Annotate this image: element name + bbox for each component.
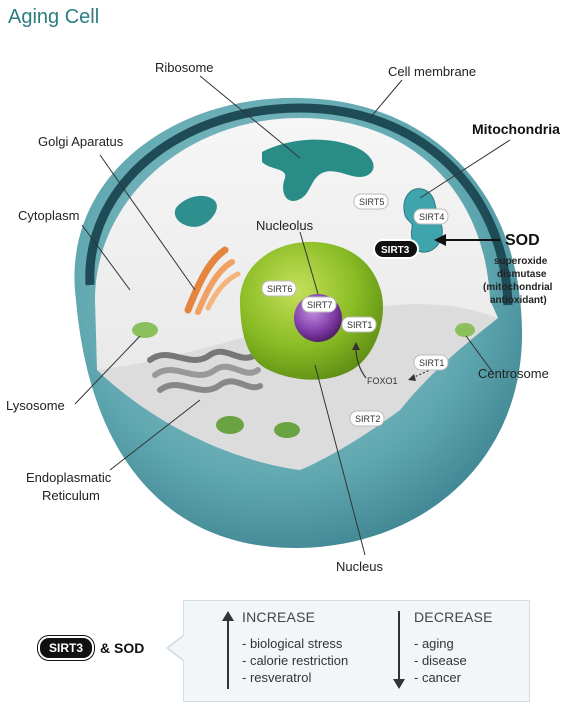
increase-column: INCREASE - biological stress - calorie r…	[242, 609, 348, 686]
vesicle-shape	[216, 416, 244, 434]
legend: SIRT3 & SOD	[38, 636, 144, 660]
sirt2-tag: SIRT2	[349, 410, 385, 427]
foxo1-dotted-arrow	[411, 369, 431, 379]
label-sod-desc-3: (mitochondrial	[483, 282, 553, 293]
increase-arrow-shaft	[227, 619, 229, 689]
increase-item: - calorie restriction	[242, 653, 349, 668]
sirt1-nucleus-tag: SIRT1	[341, 316, 377, 333]
svg-text:SIRT6: SIRT6	[267, 284, 292, 294]
cut-plane	[97, 304, 498, 470]
svg-text:SIRT5: SIRT5	[359, 197, 384, 207]
ribosome-shape-small	[174, 195, 217, 227]
vesicle-shape-2	[274, 422, 300, 438]
label-sod: SOD	[505, 232, 540, 249]
svg-text:SIRT1: SIRT1	[419, 358, 444, 368]
increase-arrow-up-icon	[222, 611, 234, 621]
decrease-item: - aging	[414, 636, 454, 651]
label-nucleolus: Nucleolus	[256, 218, 314, 233]
foxo1-label: FOXO1	[367, 376, 398, 386]
label-golgi: Golgi Aparatus	[38, 134, 124, 149]
decrease-title: DECREASE	[414, 609, 493, 625]
golgi-shape	[184, 246, 241, 315]
label-sod-desc-1: superoxide	[494, 256, 548, 267]
foxo1-arrowhead-icon	[408, 374, 416, 381]
svg-text:SIRT3: SIRT3	[381, 245, 410, 256]
decrease-arrow-down-icon	[393, 679, 405, 689]
pointer-lines	[74, 75, 511, 556]
label-ribosome: Ribosome	[155, 60, 214, 75]
decrease-arrow-shaft	[398, 611, 400, 681]
increase-item: - resveratrol	[242, 670, 312, 685]
label-sod-desc-2: dismutase	[497, 269, 547, 280]
label-mitochondria: Mitochondria	[472, 121, 560, 137]
membrane-rim	[85, 103, 513, 306]
svg-text:SIRT7: SIRT7	[307, 300, 332, 310]
effects-box: INCREASE - biological stress - calorie r…	[169, 600, 530, 702]
sirt6-tag: SIRT6	[261, 280, 297, 297]
label-centrosome: Centrosome	[478, 366, 549, 381]
sirt1-cyto-tag: SIRT1	[413, 354, 449, 371]
decrease-item: - cancer	[414, 670, 461, 685]
label-er-1: Endoplasmatic	[26, 470, 112, 485]
sirt5-tag: SIRT5	[353, 193, 389, 210]
sirt7-tag: SIRT7	[301, 296, 337, 313]
decrease-item: - disease	[414, 653, 467, 668]
er-shape	[147, 348, 263, 393]
legend-text: & SOD	[100, 640, 145, 656]
increase-item: - biological stress	[242, 636, 343, 651]
label-er-2: Reticulum	[42, 488, 100, 503]
label-lysosome: Lysosome	[6, 398, 65, 413]
legend-sirt3-pill: SIRT3	[38, 636, 95, 660]
decrease-column: DECREASE - aging - disease - cancer	[414, 609, 493, 686]
page-title: Aging Cell	[8, 6, 99, 28]
centrosome-shape	[455, 323, 475, 337]
label-cytoplasm: Cytoplasm	[18, 208, 79, 223]
sirt4-tag: SIRT4	[413, 208, 449, 225]
increase-title: INCREASE	[242, 609, 316, 625]
sirt1-arrowhead-icon	[352, 342, 360, 350]
label-cell-membrane: Cell membrane	[388, 64, 476, 79]
svg-text:SIRT4: SIRT4	[419, 212, 444, 222]
sirt3-tag: SIRT3	[373, 239, 419, 259]
ribosome-shape	[262, 139, 374, 201]
label-nucleus: Nucleus	[336, 559, 383, 574]
sod-arrowhead-icon	[434, 234, 446, 246]
svg-text:SIRT1: SIRT1	[347, 320, 372, 330]
callout-notch-fill	[169, 635, 185, 661]
svg-text:SIRT2: SIRT2	[355, 414, 380, 424]
sirt1-curve-arrow	[355, 347, 367, 379]
lysosome-shape	[132, 322, 158, 338]
label-sod-desc-4: antioxidant)	[490, 295, 547, 306]
